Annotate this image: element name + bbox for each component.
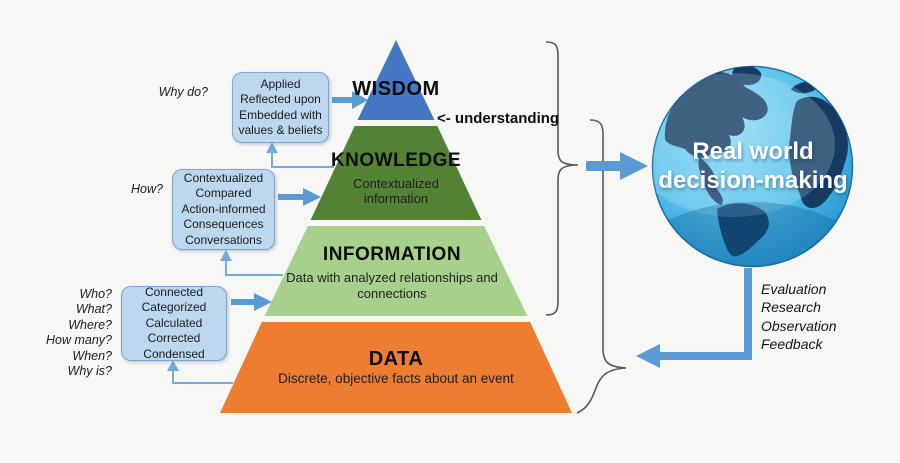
pyramid-layer-data-shape bbox=[220, 322, 572, 413]
box-line: Condensed bbox=[143, 346, 205, 361]
globe-land-south-america bbox=[717, 203, 769, 257]
arrow-feedback-loop bbox=[636, 268, 752, 368]
question-why-do: Why do? bbox=[158, 85, 208, 99]
question-what: What? bbox=[75, 302, 112, 317]
elbow-arrows bbox=[172, 150, 334, 384]
feedback-list: Evaluation Research Observation Feedback bbox=[761, 280, 836, 354]
question-how-many: How many? bbox=[46, 333, 112, 348]
pyramid-desc-knowledge: Contextualized information bbox=[353, 176, 439, 206]
arrow-box3-to-information bbox=[231, 293, 272, 311]
globe bbox=[651, 65, 854, 268]
box-line: Action-informed bbox=[181, 201, 266, 216]
arrow-box1-to-wisdom bbox=[332, 91, 368, 109]
pyramid-label-wisdom: WISDOM bbox=[352, 78, 440, 100]
pyramid-desc-data: Discrete, objective facts about an event bbox=[278, 371, 514, 386]
box-line: values & beliefs bbox=[238, 122, 323, 137]
globe-land-north-america bbox=[664, 72, 768, 158]
arrow-brace-to-globe bbox=[586, 152, 648, 180]
box-line: Applied bbox=[260, 76, 301, 91]
feedback-item: Feedback bbox=[761, 336, 823, 353]
pyramid-desc-information: Data with analyzed relationships and con… bbox=[286, 270, 498, 301]
question-when: When? bbox=[72, 348, 112, 363]
box-line: Categorized bbox=[141, 300, 207, 315]
globe-land-greenland bbox=[732, 66, 762, 85]
box-line: Contextualized bbox=[183, 171, 264, 186]
globe-land-central-america bbox=[698, 157, 723, 205]
pyramid-label-knowledge: KNOWLEDGE bbox=[330, 150, 462, 171]
feedback-item: Evaluation bbox=[761, 281, 827, 297]
elbow-arrowheads bbox=[167, 142, 278, 371]
elbow-arrow-knowledge-to-box1 bbox=[271, 150, 334, 168]
feedback-item: Research bbox=[761, 299, 821, 316]
elbow-arrowhead-box1 bbox=[266, 142, 278, 153]
elbow-arrow-information-to-box2 bbox=[225, 259, 283, 276]
pyramid-layer-knowledge-shape bbox=[310, 126, 482, 220]
elbow-arrowhead-box3 bbox=[167, 360, 179, 371]
box-line: Calculated bbox=[145, 315, 203, 330]
wisdom-actions-box: Applied Reflected upon Embedded with val… bbox=[232, 72, 329, 143]
question-who: Who? bbox=[79, 287, 112, 301]
pyramid-label-information: INFORMATION bbox=[322, 244, 462, 265]
question-how: How? bbox=[131, 182, 163, 196]
box-line: Embedded with bbox=[239, 107, 322, 122]
box-line: Reflected upon bbox=[240, 92, 321, 107]
pyramid-layer-wisdom-shape bbox=[357, 40, 435, 120]
feedback-item: Observation bbox=[761, 317, 837, 334]
question-where: Where? bbox=[68, 317, 112, 332]
globe-highlight bbox=[652, 73, 835, 217]
pyramid-label-data: DATA bbox=[368, 348, 424, 370]
globe-land-africa bbox=[789, 96, 848, 209]
arrow-box2-to-knowledge bbox=[278, 188, 321, 206]
box-line: Connected bbox=[144, 285, 204, 300]
question-column: Who? What? Where? How many? When? Why is… bbox=[20, 287, 112, 379]
box-line: Consequences bbox=[183, 217, 264, 232]
box-line: Conversations bbox=[185, 232, 262, 247]
globe-land-asia bbox=[823, 74, 853, 95]
curly-brace-upper bbox=[545, 41, 579, 316]
elbow-arrow-data-to-box3 bbox=[172, 369, 233, 384]
curly-brace-lower bbox=[576, 119, 627, 414]
question-why-is: Why is? bbox=[67, 364, 112, 379]
globe-label: Real world decision-making bbox=[658, 138, 848, 194]
pyramid-layer-information-shape bbox=[264, 226, 528, 316]
elbow-arrowhead-box2 bbox=[220, 250, 232, 261]
box-line: Compared bbox=[195, 186, 252, 201]
information-actions-box: Connected Categorized Calculated Correct… bbox=[121, 285, 227, 361]
knowledge-actions-box: Contextualized Compared Action-informed … bbox=[172, 169, 275, 250]
understanding-label: <- understanding bbox=[437, 110, 560, 127]
box-line: Corrected bbox=[147, 331, 201, 346]
